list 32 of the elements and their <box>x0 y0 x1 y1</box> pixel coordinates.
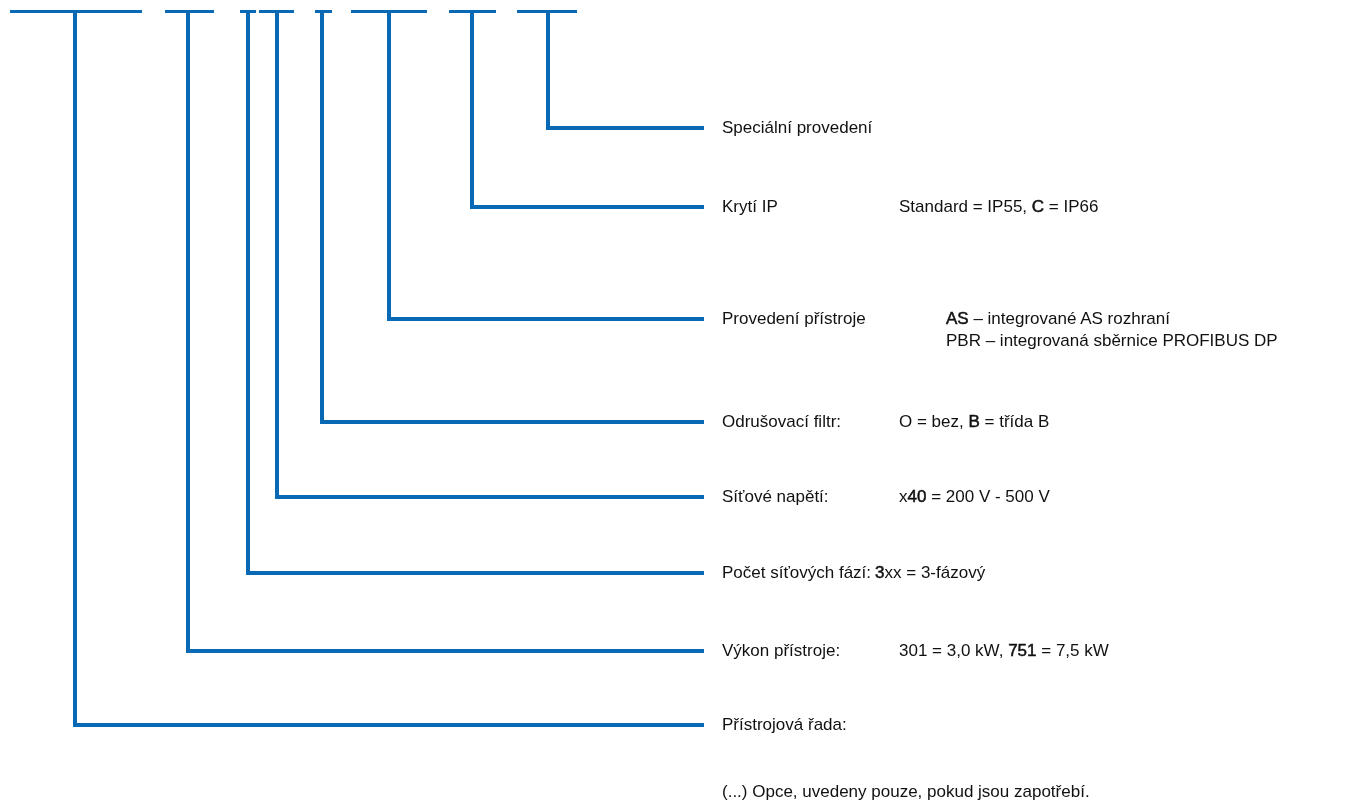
field-name: Provedení přístroje <box>722 308 867 330</box>
field-name: Odrušovací filtr: <box>722 411 843 433</box>
code-position-bar <box>240 10 256 13</box>
code-position-bar <box>259 10 294 13</box>
leader-line <box>546 13 704 130</box>
field-value: AS – integrované AS rozhraní <box>946 308 1171 330</box>
leader-line <box>320 13 704 424</box>
field-value: O = bez, B = třída B <box>899 411 1050 433</box>
field-value: 3xx = 3-fázový <box>875 562 986 584</box>
leader-line <box>186 13 704 653</box>
field-name: Přístrojová řada: <box>722 714 848 736</box>
field-name: Síťové napětí: <box>722 486 830 508</box>
leader-line <box>470 13 704 209</box>
leader-line <box>387 13 704 321</box>
code-position-bar <box>449 10 496 13</box>
field-value: x40 = 200 V - 500 V <box>899 486 1050 508</box>
field-name: Počet síťových fází: <box>722 562 872 584</box>
field-value: Standard = IP55, C = IP66 <box>899 196 1099 218</box>
field-name: Výkon přístroje: <box>722 640 842 662</box>
code-position-bar <box>351 10 427 13</box>
code-position-bar <box>315 10 332 13</box>
field-name: Krytí IP <box>722 196 779 218</box>
field-value: 301 = 3,0 kW, 751 = 7,5 kW <box>899 640 1109 662</box>
field-name: Speciální provedení <box>722 117 873 139</box>
leader-line <box>275 13 704 499</box>
leader-line <box>73 13 704 727</box>
code-position-bar <box>517 10 577 13</box>
leader-line <box>246 13 704 575</box>
footnote: (...) Opce, uvedeny pouze, pokud jsou zapotřebí. <box>722 782 1090 802</box>
code-position-bar <box>10 10 142 13</box>
field-value: PBR – integrovaná sběrnice PROFIBUS DP <box>946 330 1278 352</box>
code-position-bar <box>165 10 214 13</box>
